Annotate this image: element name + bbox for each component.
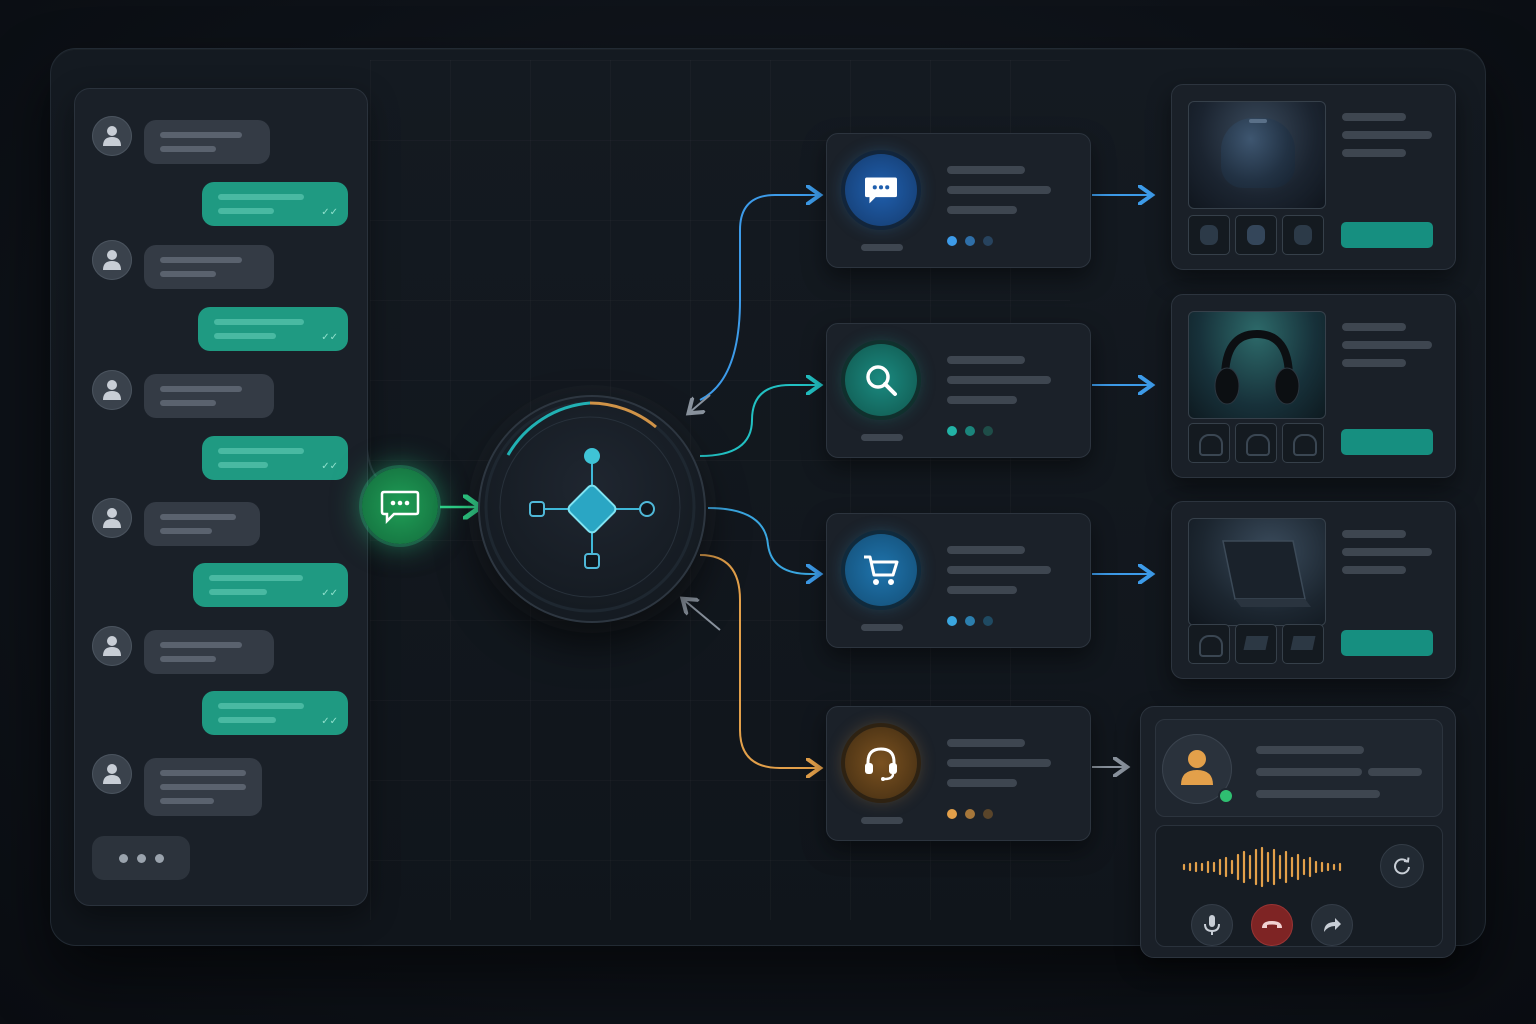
cart-icon	[864, 555, 899, 585]
agent-avatar	[1162, 734, 1234, 804]
search-icon	[866, 365, 897, 396]
mic-icon	[1204, 915, 1220, 935]
person-icon	[1181, 750, 1213, 785]
router-hub[interactable]	[478, 395, 706, 623]
refresh-icon	[1394, 857, 1410, 875]
thumbnail[interactable]	[1188, 423, 1230, 463]
outgoing-message: ✓✓	[202, 436, 348, 480]
mic-button[interactable]	[1191, 904, 1233, 946]
read-receipt-icon: ✓✓	[321, 332, 338, 343]
customer-avatar	[92, 116, 132, 156]
outgoing-message: ✓✓	[198, 307, 348, 351]
route-card-search[interactable]	[826, 323, 1091, 458]
entry-chat-node[interactable]	[362, 468, 438, 544]
thumbnail[interactable]	[1235, 215, 1277, 255]
outgoing-message: ✓✓	[202, 182, 348, 226]
forward-icon	[1324, 918, 1341, 932]
read-receipt-icon: ✓✓	[321, 588, 338, 599]
buy-button[interactable]	[1341, 630, 1433, 656]
incoming-message	[144, 374, 274, 418]
route-card-cart[interactable]	[826, 513, 1091, 648]
product-card-speaker[interactable]	[1171, 84, 1456, 270]
headphones-image	[1188, 311, 1326, 419]
thumbnail[interactable]	[1235, 423, 1277, 463]
forward-button[interactable]	[1311, 904, 1353, 946]
read-receipt-icon: ✓✓	[321, 461, 338, 472]
refresh-button[interactable]	[1380, 844, 1424, 888]
incoming-message	[144, 120, 270, 164]
live-agent-card[interactable]	[1140, 706, 1456, 958]
buy-button[interactable]	[1341, 429, 1433, 455]
product-card-laptop[interactable]	[1171, 501, 1456, 679]
thumbnail[interactable]	[1235, 624, 1277, 664]
customer-avatar	[92, 754, 132, 794]
call-panel	[1155, 825, 1443, 947]
thumbnail[interactable]	[1282, 624, 1324, 664]
incoming-message	[144, 758, 262, 816]
network-node-icon	[529, 448, 655, 569]
product-card-headphones[interactable]	[1171, 294, 1456, 478]
voice-waveform	[1182, 846, 1342, 888]
end-call-icon	[1262, 921, 1282, 928]
thumbnail[interactable]	[1282, 423, 1324, 463]
thumbnail[interactable]	[1188, 215, 1230, 255]
typing-indicator	[92, 836, 190, 880]
outgoing-message: ✓✓	[193, 563, 348, 607]
customer-avatar	[92, 240, 132, 280]
customer-avatar	[92, 370, 132, 410]
agent-info-panel	[1155, 719, 1443, 817]
outgoing-message: ✓✓	[202, 691, 348, 735]
smart-speaker-image	[1188, 101, 1326, 209]
read-receipt-icon: ✓✓	[321, 207, 338, 218]
end-call-button[interactable]	[1251, 904, 1293, 946]
incoming-message	[144, 630, 274, 674]
customer-avatar	[92, 498, 132, 538]
headset-icon	[865, 747, 897, 781]
route-card-support[interactable]	[826, 706, 1091, 841]
thumbnail[interactable]	[1282, 215, 1324, 255]
online-status-badge	[1218, 788, 1234, 804]
buy-button[interactable]	[1341, 222, 1433, 248]
incoming-message	[144, 245, 274, 289]
read-receipt-icon: ✓✓	[321, 716, 338, 727]
thumbnail[interactable]	[1188, 624, 1230, 664]
hub-ring	[484, 401, 696, 613]
chat-bubble-icon	[380, 490, 420, 524]
chat-bubble-icon	[865, 177, 897, 204]
route-card-chat[interactable]	[826, 133, 1091, 268]
laptop-image	[1188, 518, 1326, 626]
customer-avatar	[92, 626, 132, 666]
incoming-message	[144, 502, 260, 546]
